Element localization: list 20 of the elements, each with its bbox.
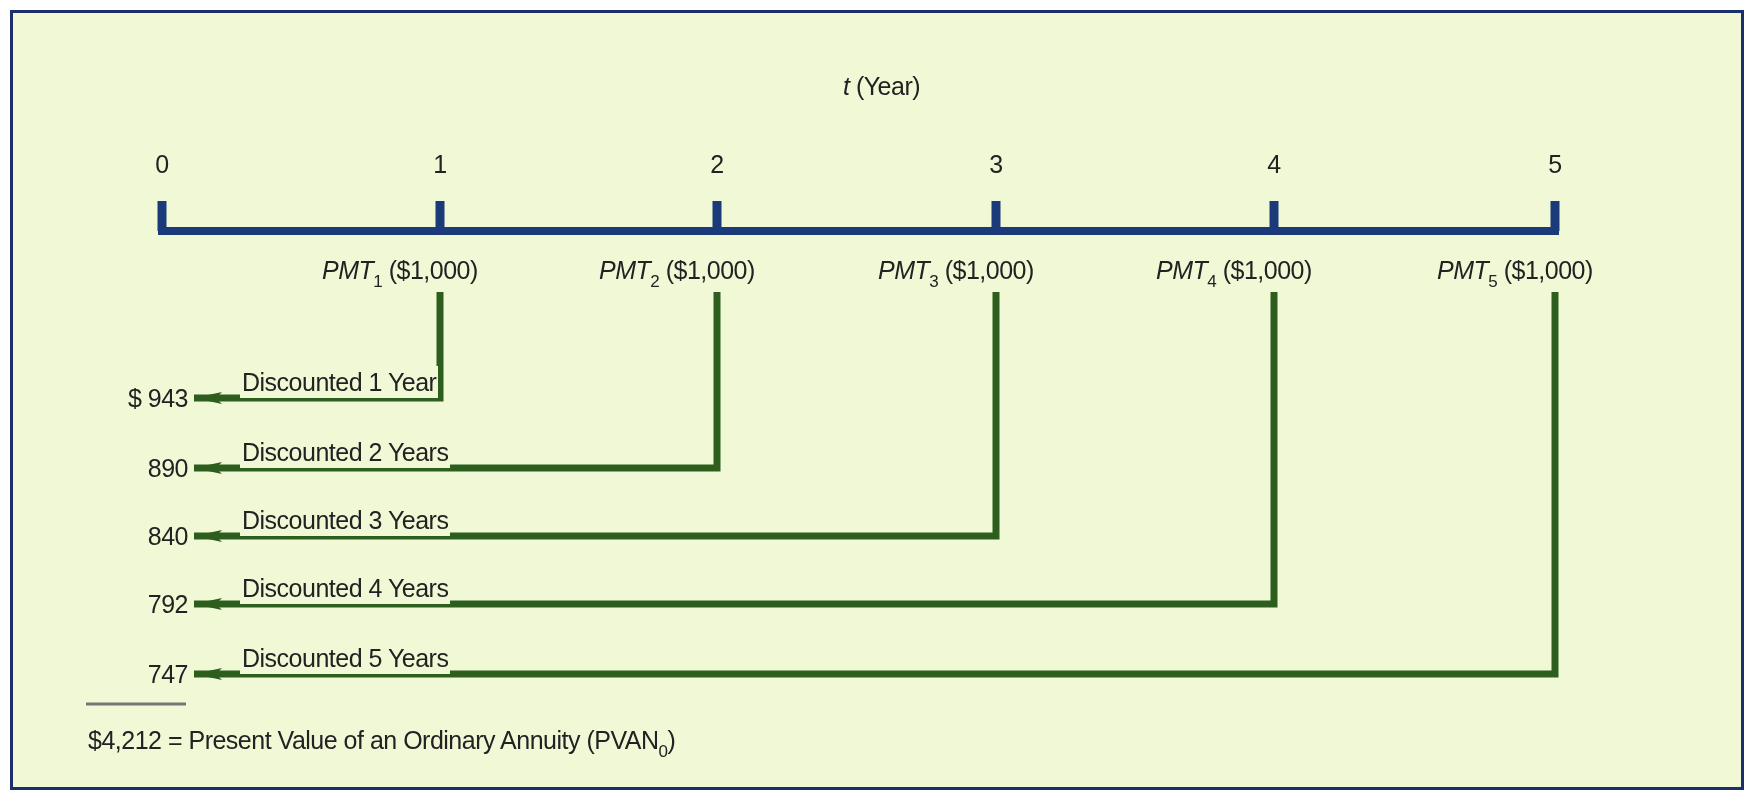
edge-label: Discounted 1 Year xyxy=(240,366,439,398)
arrow xyxy=(194,292,444,404)
present-value: 747 xyxy=(58,658,188,690)
present-value: 840 xyxy=(58,520,188,552)
tick-label: 5 xyxy=(1547,149,1563,180)
payment-label: PMT$_{4}$ ($1,000) xyxy=(1156,254,1312,286)
payment-label: PMT$_{1}$ ($1,000) xyxy=(322,254,478,286)
tick-label: 3 xyxy=(988,149,1004,180)
tick-label: 4 xyxy=(1266,149,1282,180)
payment-label: PMT$_{3}$ ($1,000) xyxy=(878,254,1034,286)
axis-title: t (Year) xyxy=(843,71,921,102)
total-note: $4,212 = Present Value of an Ordinary Annuity (PVAN$_{0}$) xyxy=(88,725,676,756)
tick-label: 1 xyxy=(432,149,448,180)
present-value: 792 xyxy=(58,588,188,620)
tick-label: 0 xyxy=(154,149,170,180)
payment-label: PMT$_{5}$ ($1,000) xyxy=(1437,254,1593,286)
present-value: $ 943 xyxy=(58,382,188,414)
present-value: 890 xyxy=(58,452,188,484)
tick-label: 2 xyxy=(709,149,725,180)
payment-label: PMT$_{2}$ ($1,000) xyxy=(599,254,755,286)
